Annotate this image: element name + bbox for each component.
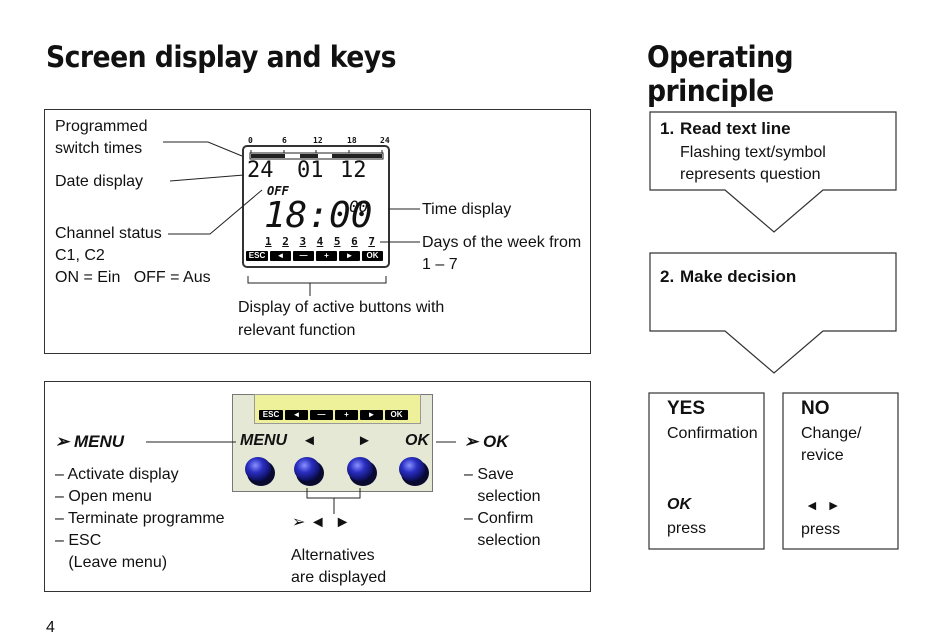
device-key-esc: ESC xyxy=(259,410,283,420)
no-press: press xyxy=(801,521,841,538)
lcd-date-month: 01 xyxy=(297,158,324,183)
device-key-right: ► xyxy=(360,410,383,420)
menu-item-open: – Open menu xyxy=(55,488,152,505)
lcd-day-2: 2 xyxy=(282,235,289,248)
step1-text-flashing: Flashing text/symbol xyxy=(680,144,826,161)
no-title: NO xyxy=(801,398,830,419)
page-title-screen-display: Screen display and keys xyxy=(46,40,397,74)
step2-title: Make decision xyxy=(680,267,797,286)
lcd-key-minus: — xyxy=(293,251,314,261)
menu-item-terminate: – Terminate programme xyxy=(55,510,225,527)
label-days-range: 1 – 7 xyxy=(422,256,458,273)
alternatives-displayed: are displayed xyxy=(291,569,387,586)
right-button[interactable] xyxy=(347,457,377,486)
device-ok-label: OK xyxy=(405,432,429,449)
alternatives-arrows: ➢ ◄ ► xyxy=(292,514,351,531)
menu-heading: ➢ MENU xyxy=(55,432,125,451)
step1-title: Read text line xyxy=(680,119,791,138)
lcd-day-7: 7 xyxy=(368,235,375,248)
label-on-off: ON = Ein OFF = Aus xyxy=(55,269,211,286)
step2-number: 2. xyxy=(660,267,675,286)
screen-display-panel xyxy=(44,109,591,354)
yes-box xyxy=(648,392,765,550)
no-text-change: Change/ xyxy=(801,425,862,442)
label-channels: C1, C2 xyxy=(55,247,105,264)
lcd-key-ok: OK xyxy=(362,251,383,261)
lcd-key-plus: + xyxy=(316,251,337,261)
no-text-revice: revice xyxy=(801,447,844,464)
label-time-display: Time display xyxy=(422,201,512,218)
yes-key: OK xyxy=(667,496,691,513)
step2-arrow-box xyxy=(649,252,897,374)
menu-item-leave: (Leave menu) xyxy=(55,554,168,571)
lcd-key-row: ESC ◄ — + ► OK xyxy=(246,251,386,261)
yes-press: press xyxy=(667,520,707,537)
lcd-key-esc: ESC xyxy=(246,251,268,261)
lcd-days-row: 1 2 3 4 5 6 7 xyxy=(265,235,375,248)
lcd-date-day: 24 xyxy=(247,158,274,183)
menu-button[interactable] xyxy=(245,457,275,486)
page-title-operating-principle: Operating principle xyxy=(647,40,794,108)
label-switch-times: switch times xyxy=(55,140,143,157)
device-lcd-key-row: ESC ◄ — + ► OK xyxy=(259,410,417,420)
lcd-scale-18: 18 xyxy=(347,136,357,145)
device-left-arrow-label: ◄ xyxy=(302,432,317,449)
label-programmed: Programmed xyxy=(55,118,148,135)
device-key-left: ◄ xyxy=(285,410,308,420)
label-date-display: Date display xyxy=(55,173,144,190)
lcd-channel-status: OFF xyxy=(267,184,289,198)
device-menu-label: MENU xyxy=(240,432,288,449)
device-key-ok: OK xyxy=(385,410,408,420)
lcd-day-5: 5 xyxy=(333,235,341,248)
ok-item-save: – Save xyxy=(464,466,514,483)
label-active-buttons: Display of active buttons with xyxy=(238,299,445,316)
yes-title: YES xyxy=(667,398,706,419)
menu-item-esc: – ESC xyxy=(55,532,102,549)
step1-number: 1. xyxy=(660,119,675,138)
ok-item-confirm-selection: selection xyxy=(464,532,541,549)
alternatives-text: Alternatives xyxy=(291,547,375,564)
ok-item-confirm: – Confirm xyxy=(464,510,534,527)
device-key-minus: — xyxy=(310,410,333,420)
device-key-plus: + xyxy=(335,410,358,420)
ok-item-save-selection: selection xyxy=(464,488,541,505)
lcd-scale-0: 0 xyxy=(248,136,253,145)
lcd-scale-24: 24 xyxy=(380,136,390,145)
label-relevant-function: relevant function xyxy=(238,322,356,339)
left-button[interactable] xyxy=(294,457,324,486)
lcd-date-year: 12 xyxy=(340,158,367,183)
step1-text-question: represents question xyxy=(680,166,821,183)
no-keys-arrows: ◄ ► xyxy=(805,497,841,513)
lcd-scale-12: 12 xyxy=(313,136,323,145)
label-days-of-week: Days of the week from xyxy=(422,234,582,251)
yes-text: Confirmation xyxy=(667,425,758,442)
page-number: 4 xyxy=(46,619,55,636)
menu-item-activate: – Activate display xyxy=(55,466,179,483)
lcd-day-6: 6 xyxy=(351,235,358,248)
lcd-key-right: ► xyxy=(339,251,360,261)
lcd-time: 18:00 xyxy=(264,195,373,236)
lcd-key-left: ◄ xyxy=(270,251,291,261)
device-right-arrow-label: ► xyxy=(357,432,372,449)
ok-heading: ➢ OK xyxy=(464,432,509,451)
ok-button[interactable] xyxy=(399,457,429,486)
lcd-day-4: 4 xyxy=(316,235,324,248)
label-channel-status: Channel status xyxy=(55,225,162,242)
lcd-day-3: 3 xyxy=(299,235,307,248)
step1-arrow-box xyxy=(649,111,897,233)
no-box xyxy=(782,392,899,550)
lcd-seconds: 00 xyxy=(349,197,369,216)
lcd-day-1: 1 xyxy=(265,235,272,248)
lcd-scale-6: 6 xyxy=(282,136,287,145)
